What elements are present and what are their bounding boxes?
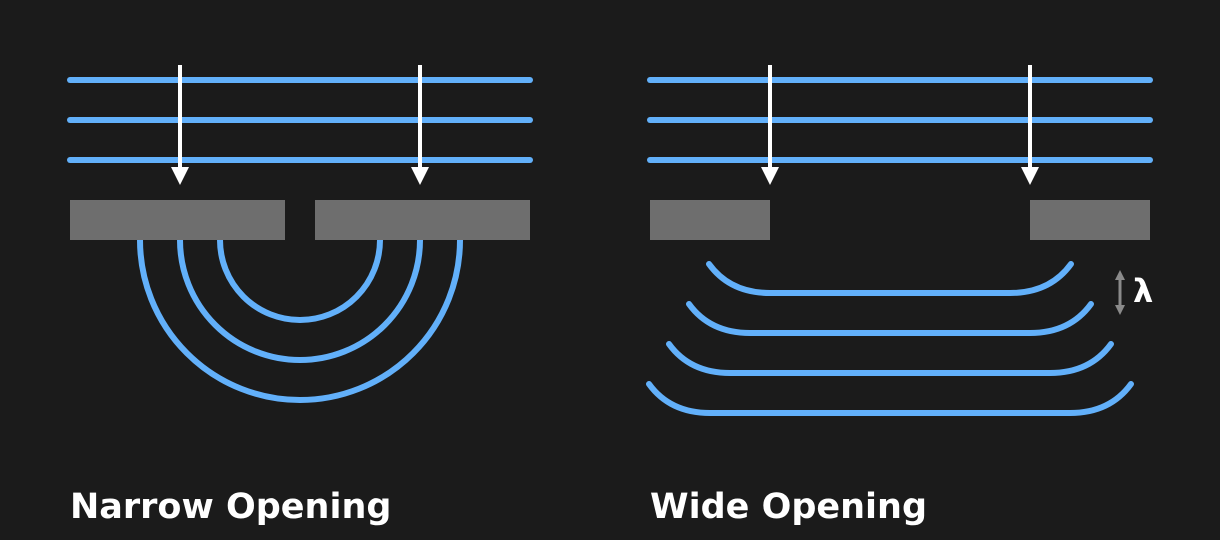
narrow-arrow-down-icon-right — [411, 65, 429, 185]
wide-direction-arrows — [761, 65, 1039, 185]
narrow-opening-caption: Narrow Opening — [70, 487, 392, 527]
narrow-incoming-wavefronts — [67, 77, 533, 163]
narrow-diffracted-wavefront-2 — [177, 237, 423, 363]
narrow-diffracted-wavefronts — [137, 237, 463, 403]
wavelength-double-arrow-icon — [1115, 270, 1125, 315]
wide-diffracted-wavefronts — [646, 261, 1134, 416]
narrow-barrier-right-block — [315, 200, 530, 240]
wide-incoming-wavefronts — [647, 77, 1153, 163]
narrow-barrier-left-block — [70, 200, 285, 240]
wavelength-marker: λ — [1115, 270, 1153, 315]
wide-opening-caption: Wide Opening — [650, 487, 928, 527]
narrow-opening-panel — [67, 65, 533, 403]
narrow-diffracted-wavefront-1 — [217, 237, 383, 323]
wide-barrier-right-block — [1030, 200, 1150, 240]
wide-barrier — [650, 200, 1150, 240]
wide-diffracted-wavefront-4 — [646, 381, 1134, 416]
wide-opening-panel: λ — [646, 65, 1153, 416]
wavelength-label: λ — [1133, 272, 1153, 310]
narrow-barrier — [70, 200, 530, 240]
narrow-direction-arrows — [171, 65, 429, 185]
wide-diffracted-wavefront-3 — [666, 341, 1114, 376]
narrow-diffracted-wavefront-3 — [137, 237, 463, 403]
wide-arrow-down-icon-right — [1021, 65, 1039, 185]
wide-diffracted-wavefront-2 — [686, 301, 1094, 336]
wide-diffracted-wavefront-1 — [706, 261, 1074, 296]
narrow-arrow-down-icon-left — [171, 65, 189, 185]
wide-arrow-down-icon-left — [761, 65, 779, 185]
wide-barrier-left-block — [650, 200, 770, 240]
